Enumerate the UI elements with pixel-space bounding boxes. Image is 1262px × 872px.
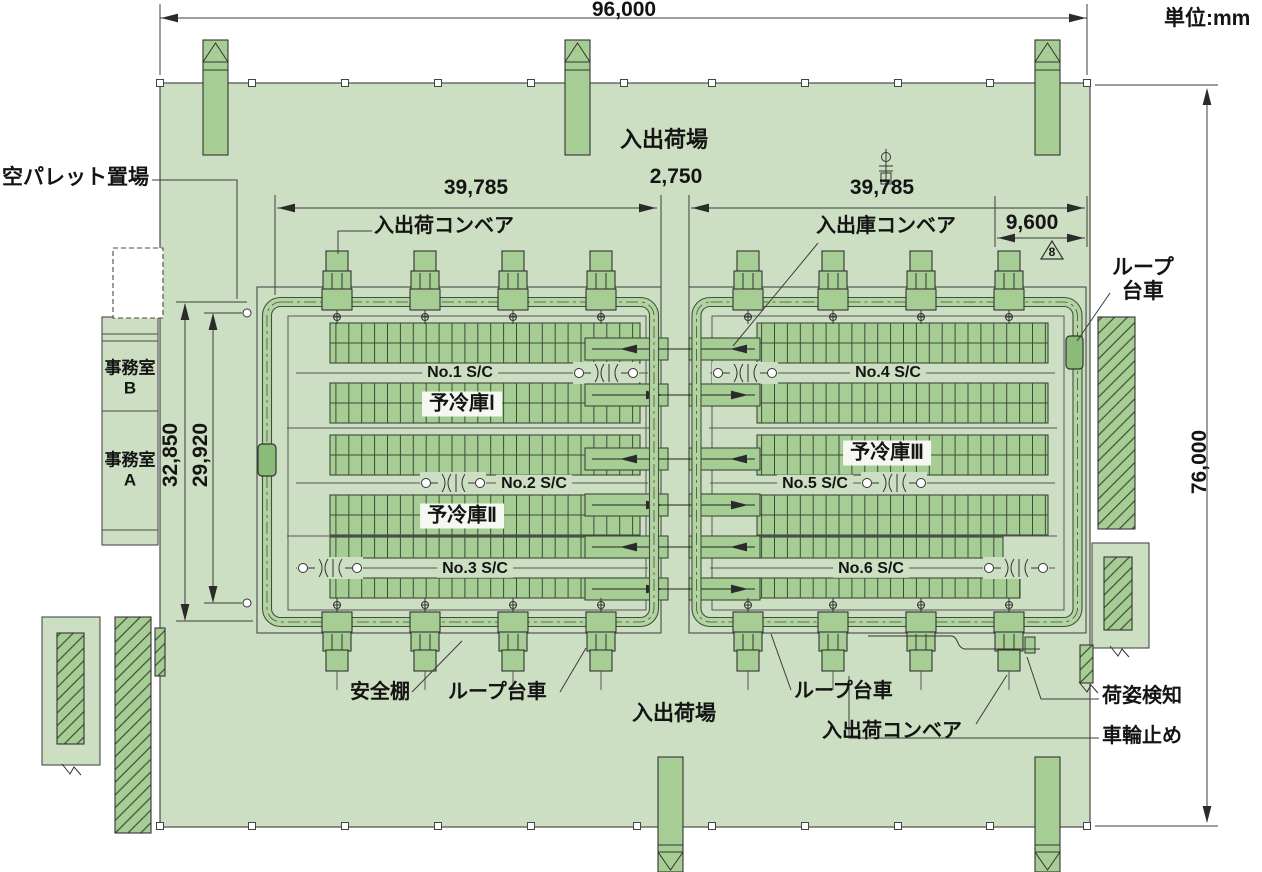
hatched-structure bbox=[1079, 644, 1094, 684]
dim-span-left: 39,785 bbox=[443, 176, 509, 199]
dock-conveyor-stub bbox=[817, 598, 849, 690]
dim-total-width: 96,000 bbox=[591, 0, 657, 21]
dock-conveyor-stub bbox=[409, 598, 441, 690]
dock-notch bbox=[868, 635, 1040, 650]
truck-icon bbox=[1034, 39, 1061, 156]
stacker-crane-symbol bbox=[861, 472, 927, 494]
conveyor-storage-label: 入出庫コンベア bbox=[816, 215, 956, 237]
dock-conveyor-stub bbox=[585, 250, 617, 324]
stacker-crane-4-label: No.4 S/C bbox=[850, 363, 926, 383]
dim-span-right: 39,785 bbox=[849, 176, 915, 199]
truck-icon bbox=[202, 39, 229, 156]
dock-conveyor-stub bbox=[321, 250, 353, 324]
dock-conveyor-stub bbox=[409, 250, 441, 324]
stacker-crane-1-label: No.1 S/C bbox=[422, 363, 498, 383]
stacker-crane-symbol bbox=[983, 557, 1049, 579]
rack-separators bbox=[287, 427, 1057, 537]
truck-icon bbox=[657, 756, 684, 872]
dock-conveyor-stub bbox=[732, 598, 764, 690]
dim-loop-outer-height: 32,850 bbox=[158, 422, 182, 488]
wall-posts bbox=[156, 79, 1091, 830]
load-detection-label: 荷姿検知 bbox=[1102, 685, 1182, 707]
hatched-structure bbox=[114, 616, 152, 834]
dim-dock-depth: 9,600 bbox=[1005, 211, 1059, 234]
pole-icon bbox=[879, 149, 893, 188]
leader-lines bbox=[152, 179, 1111, 739]
stacker-crane-symbol bbox=[420, 472, 486, 494]
break-marks bbox=[61, 645, 1130, 776]
office-b-label: 事務室 B bbox=[105, 358, 156, 397]
dock-conveyor-stub bbox=[905, 598, 937, 690]
stacker-crane-3-label: No.3 S/C bbox=[437, 559, 513, 579]
office-b-line1: 事務室 bbox=[104, 358, 156, 378]
stacker-crane-2-label: No.2 S/C bbox=[496, 474, 572, 494]
transfer-conveyor-arms bbox=[584, 337, 761, 601]
pallet-racks bbox=[329, 322, 1049, 599]
office-a-line2: A bbox=[123, 470, 137, 489]
dock-area-top-label: 入出荷場 bbox=[619, 127, 709, 152]
office-b-line2: B bbox=[123, 378, 137, 397]
dock-conveyor-stub bbox=[732, 250, 764, 324]
dim-gap-center: 2,750 bbox=[649, 165, 703, 188]
stacker-crane-symbol bbox=[297, 557, 363, 579]
dock-conveyor-stub bbox=[905, 250, 937, 324]
office-block bbox=[101, 316, 159, 546]
dock-conveyor-stub bbox=[817, 250, 849, 324]
conveyor-inout-bottom-label: 入出荷コンベア bbox=[822, 720, 962, 742]
dock-conveyor-stub bbox=[497, 250, 529, 324]
loop-cart-bottom-left-label: ループ台車 bbox=[448, 681, 547, 703]
dimension-lines bbox=[159, 4, 1218, 827]
loop-track bbox=[691, 296, 1083, 628]
stacker-crane-symbol bbox=[712, 362, 778, 384]
safety-shelf-label: 安全棚 bbox=[350, 681, 410, 703]
load-detection-sensor bbox=[1024, 636, 1036, 654]
precool-room-3-label: 予冷庫Ⅲ bbox=[843, 440, 931, 466]
loop-cart-right-line2: 台車 bbox=[1121, 280, 1164, 304]
empty-pallet-area bbox=[112, 247, 164, 319]
loop-cart-bottom-right-label: ループ台車 bbox=[794, 680, 893, 702]
dock-area-bottom-label: 入出荷場 bbox=[632, 702, 716, 725]
dock-conveyor-stub bbox=[993, 250, 1025, 324]
office-a-line1: 事務室 bbox=[104, 450, 156, 470]
truck-icon bbox=[564, 39, 591, 156]
note-triangle bbox=[1039, 239, 1065, 260]
hatched-structure bbox=[1097, 316, 1136, 530]
unit-note: 単位:mm bbox=[1164, 7, 1251, 30]
hatched-structure bbox=[154, 627, 166, 677]
dim-loop-inner-height: 29,920 bbox=[188, 422, 212, 488]
loop-carriage bbox=[257, 335, 1084, 477]
stacker-crane-6-label: No.6 S/C bbox=[833, 559, 909, 579]
conveyor-inout-top-label: 入出荷コンベア bbox=[374, 215, 514, 237]
dock-conveyor-stub bbox=[321, 598, 353, 690]
precool-room-2-label: 予冷庫Ⅱ bbox=[420, 503, 504, 529]
empty-pallet-label: 空パレット置場 bbox=[2, 166, 149, 189]
loop-cart-right-line1: ループ bbox=[1112, 256, 1174, 279]
truck-icon bbox=[1034, 756, 1061, 872]
dock-conveyor-stub bbox=[993, 598, 1025, 690]
office-a-label: 事務室 A bbox=[105, 450, 156, 489]
hatched-structure bbox=[1103, 556, 1133, 631]
loop-cart-right-label: ループ 台車 bbox=[1112, 256, 1174, 304]
dock-conveyor-stub bbox=[497, 598, 529, 690]
stacker-crane-5-label: No.5 S/C bbox=[777, 474, 853, 494]
stacker-crane-symbol bbox=[573, 362, 639, 384]
dock-conveyor-stub bbox=[585, 598, 617, 690]
hatched-structure bbox=[56, 632, 85, 745]
dim-total-height: 76,000 bbox=[1187, 429, 1211, 495]
precool-room-1-label: 予冷庫Ⅰ bbox=[422, 391, 502, 417]
note-marker: 8 bbox=[1048, 245, 1056, 260]
wheel-stop-label: 車輪止め bbox=[1102, 725, 1182, 747]
